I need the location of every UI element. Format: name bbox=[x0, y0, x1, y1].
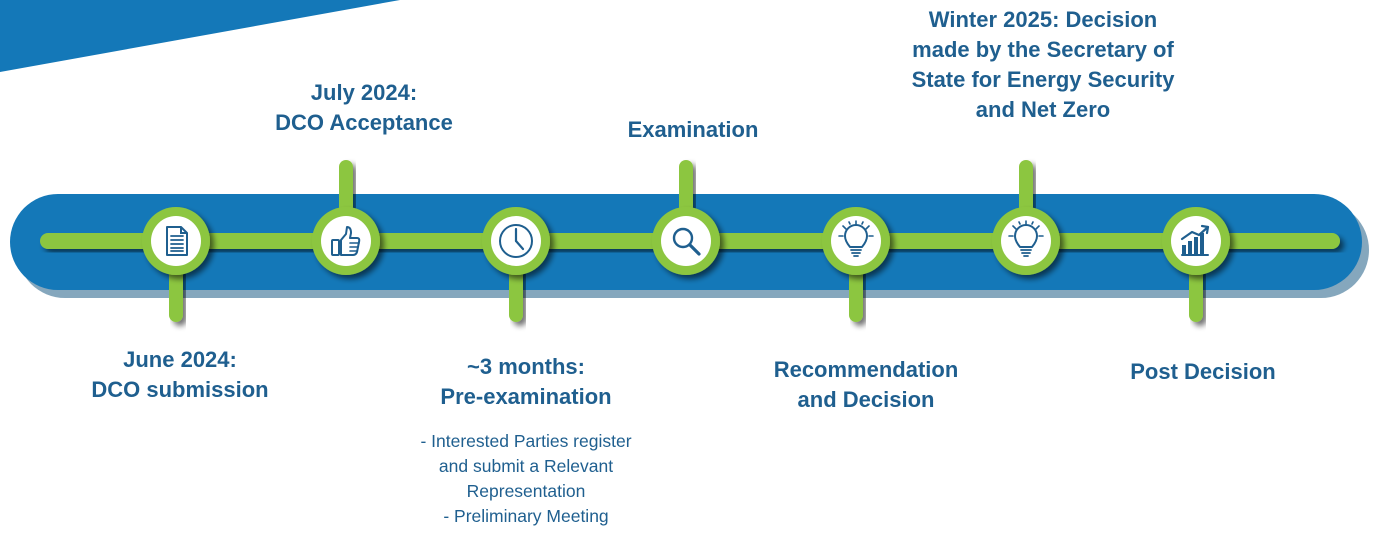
document-icon bbox=[166, 226, 188, 256]
clock-icon bbox=[499, 224, 533, 258]
milestone-title-line: June 2024: bbox=[123, 347, 237, 372]
milestone-label-recommendation: Recommendation and Decision bbox=[696, 355, 1036, 415]
milestone-note-line: - Interested Parties register bbox=[420, 431, 632, 451]
milestone-title-line: Winter 2025: Decision bbox=[928, 7, 1158, 32]
milestone-title-line: State for Energy Security bbox=[911, 67, 1175, 92]
milestone-node-pre-examination bbox=[482, 207, 550, 275]
milestone-title-line: ~3 months: bbox=[467, 354, 585, 379]
milestone-title-line: July 2024: bbox=[310, 80, 418, 105]
milestone-node-dco-submission bbox=[142, 207, 210, 275]
milestone-node-post-decision bbox=[1162, 207, 1230, 275]
milestone-label-decision: Winter 2025: Decision made by the Secreta… bbox=[873, 5, 1213, 125]
milestone-title-line: Examination bbox=[627, 117, 759, 142]
lightbulb-icon bbox=[838, 220, 874, 257]
milestone-node-examination bbox=[652, 207, 720, 275]
milestone-notes-pre-examination: - Interested Parties register and submit … bbox=[356, 429, 696, 529]
milestone-node-decision bbox=[992, 207, 1060, 275]
magnifier-icon bbox=[672, 227, 701, 256]
milestone-title-line: DCO Acceptance bbox=[275, 110, 453, 135]
milestone-title-line: made by the Secretary of bbox=[912, 37, 1174, 62]
milestone-label-post-decision: Post Decision bbox=[1033, 357, 1373, 387]
thumbs-up-icon bbox=[331, 226, 361, 256]
lightbulb-icon bbox=[1008, 220, 1044, 257]
milestone-title-line: Recommendation bbox=[773, 357, 959, 382]
milestone-label-dco-acceptance: July 2024: DCO Acceptance bbox=[194, 78, 534, 138]
growth-chart-icon bbox=[1180, 224, 1210, 256]
milestone-title-line: and Net Zero bbox=[975, 97, 1111, 122]
milestone-note-line: - Preliminary Meeting bbox=[443, 506, 609, 526]
milestone-node-dco-acceptance bbox=[312, 207, 380, 275]
milestone-title-line: Pre-examination bbox=[440, 384, 612, 409]
milestone-title-line: Post Decision bbox=[1130, 359, 1276, 384]
milestone-node-recommendation bbox=[822, 207, 890, 275]
milestone-note-line: and submit a Relevant bbox=[438, 456, 614, 476]
milestone-title-line: and Decision bbox=[797, 387, 935, 412]
milestone-label-pre-examination: ~3 months: Pre-examination bbox=[356, 352, 696, 412]
milestone-label-examination: Examination bbox=[523, 115, 863, 145]
milestone-label-dco-submission: June 2024: DCO submission bbox=[10, 345, 350, 405]
milestone-title-line: DCO submission bbox=[91, 377, 269, 402]
milestone-note-line: Representation bbox=[466, 481, 586, 501]
